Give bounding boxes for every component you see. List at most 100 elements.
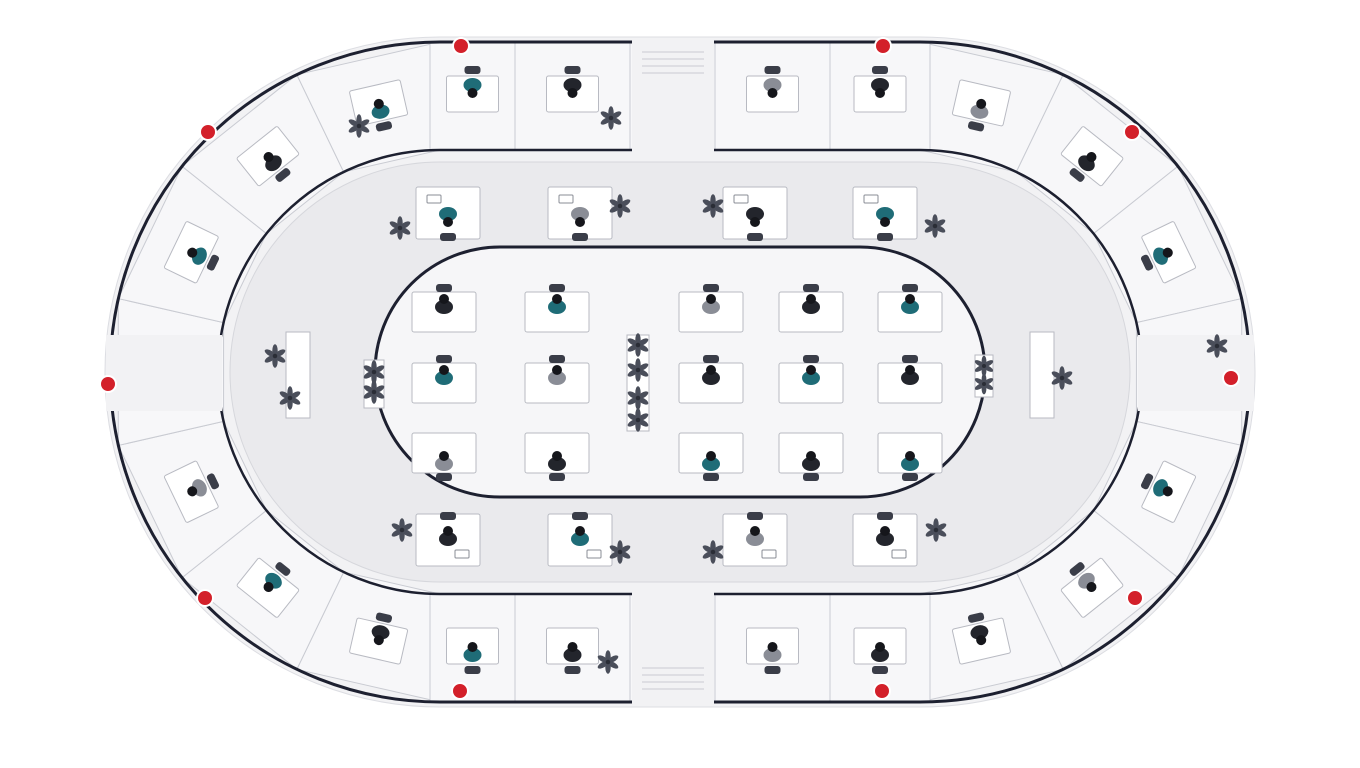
office-chair-icon xyxy=(464,66,481,74)
potted-plant-icon xyxy=(609,540,631,564)
potted-plant-icon xyxy=(924,214,946,238)
open-desk xyxy=(778,284,844,333)
potted-plant-icon xyxy=(389,216,411,240)
office-room xyxy=(296,571,441,703)
office-room xyxy=(429,41,516,151)
office-room xyxy=(117,420,268,579)
open-desk xyxy=(877,432,943,481)
red-dot-marker-icon xyxy=(452,37,470,55)
office-chair-icon xyxy=(440,233,456,241)
person-top-view-icon xyxy=(802,294,820,314)
office-inner-wall xyxy=(216,148,1144,596)
office-room xyxy=(429,593,516,703)
person-top-view-icon xyxy=(901,294,919,314)
office-chair-icon xyxy=(440,512,456,520)
person-top-view-icon xyxy=(548,365,566,385)
potted-plant-icon xyxy=(627,358,649,382)
office-room xyxy=(181,509,345,671)
potted-plant-icon xyxy=(974,355,994,377)
office-room xyxy=(829,41,931,151)
office-chair-icon xyxy=(764,666,781,674)
office-room xyxy=(919,41,1064,173)
ring-workstation xyxy=(852,186,918,241)
office-desk-set xyxy=(546,66,599,113)
office-desk-set xyxy=(236,557,300,618)
office-chair-icon xyxy=(747,512,763,520)
potted-plant-icon xyxy=(627,408,649,432)
laptop-icon xyxy=(454,549,470,559)
person-top-view-icon xyxy=(702,294,720,314)
office-room xyxy=(1015,509,1179,671)
potted-plant-icon xyxy=(264,344,286,368)
open-desk xyxy=(778,432,844,481)
potted-plant-icon xyxy=(600,106,622,130)
person-top-view-icon xyxy=(1153,247,1173,265)
office-room xyxy=(514,593,631,703)
open-desk xyxy=(411,432,477,481)
office-chair-icon xyxy=(803,284,819,292)
potted-plant-icon xyxy=(702,194,724,218)
red-dot-marker-icon xyxy=(451,682,469,700)
laptop-icon xyxy=(891,549,907,559)
office-chair-icon xyxy=(967,612,985,623)
open-desk xyxy=(678,432,744,481)
marker-dots xyxy=(99,37,1240,700)
potted-plant-icon xyxy=(627,333,649,357)
office-desk-set xyxy=(446,627,499,674)
person-top-view-icon xyxy=(871,78,889,98)
office-desk-set xyxy=(951,612,1011,665)
office-chair-icon xyxy=(967,121,985,132)
office-chair-icon xyxy=(703,284,719,292)
open-desk xyxy=(524,355,590,404)
office-desk-set xyxy=(546,627,599,674)
potted-plant-icon xyxy=(609,194,631,218)
office-room xyxy=(181,73,345,235)
office-room xyxy=(829,593,931,703)
office-chair-icon xyxy=(747,233,763,241)
red-dot-marker-icon xyxy=(196,589,214,607)
red-dot-marker-icon xyxy=(873,682,891,700)
office-desk-set xyxy=(746,66,799,113)
person-top-view-icon xyxy=(563,642,582,662)
office-room xyxy=(919,571,1064,703)
ring-workstation xyxy=(415,186,481,241)
office-chair-icon xyxy=(877,233,893,241)
office-room xyxy=(1092,420,1243,579)
person-top-view-icon xyxy=(876,207,894,227)
laptop-icon xyxy=(558,194,574,204)
office-chair-icon xyxy=(436,473,452,481)
person-top-view-icon xyxy=(463,642,482,662)
person-top-view-icon xyxy=(371,625,390,646)
open-desk xyxy=(411,355,477,404)
office-chair-icon xyxy=(436,355,452,363)
ring-workstation xyxy=(415,512,481,567)
person-top-view-icon xyxy=(802,365,820,385)
ring-workstation xyxy=(547,512,613,567)
perimeter-offices xyxy=(117,41,1243,703)
person-top-view-icon xyxy=(571,526,589,546)
office-desk-set xyxy=(1140,221,1196,284)
office-chair-icon xyxy=(1069,168,1085,182)
person-top-view-icon xyxy=(371,98,390,119)
office-desk-set xyxy=(1060,557,1124,618)
open-desk xyxy=(678,355,744,404)
person-top-view-icon xyxy=(871,642,889,662)
person-top-view-icon xyxy=(901,451,919,471)
office-desk-set xyxy=(1060,126,1124,187)
person-top-view-icon xyxy=(763,642,782,662)
office-desk-set xyxy=(236,126,300,187)
bottom-entrance xyxy=(632,590,714,706)
potted-plant-icon xyxy=(279,386,301,410)
person-top-view-icon xyxy=(439,207,457,227)
person-top-view-icon xyxy=(563,78,582,98)
laptop-icon xyxy=(863,194,879,204)
office-chair-icon xyxy=(703,473,719,481)
laptop-icon xyxy=(761,549,777,559)
office-chair-icon xyxy=(872,66,888,74)
person-top-view-icon xyxy=(187,247,207,265)
person-top-view-icon xyxy=(435,451,453,471)
person-top-view-icon xyxy=(435,294,453,314)
person-top-view-icon xyxy=(548,451,566,471)
person-top-view-icon xyxy=(970,625,989,646)
